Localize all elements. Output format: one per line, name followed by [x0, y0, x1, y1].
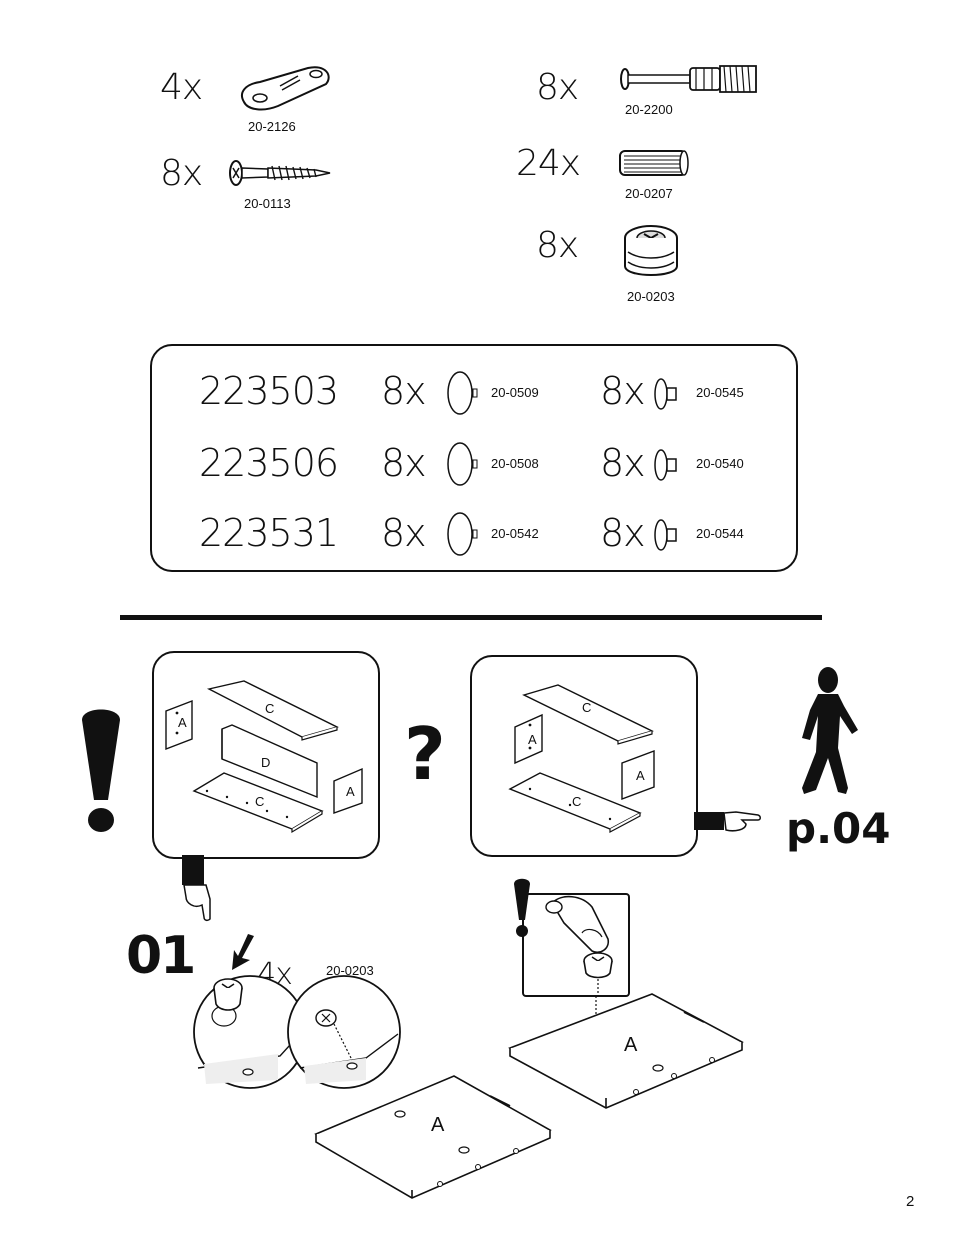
exploded-panels-right [508, 684, 655, 833]
wood-screw-icon [229, 160, 331, 186]
article-number: 223503 [199, 369, 339, 413]
pointing-hand-down-icon [182, 855, 211, 922]
article-number: 223531 [199, 511, 339, 555]
question-mark: ? [404, 712, 446, 796]
cam-bolt-icon [620, 65, 757, 93]
insert-arrow-icon [232, 934, 254, 970]
qty-hanger-plate: 4x [160, 67, 203, 108]
plug-qty: 8x [600, 511, 646, 555]
cam-lock-detail-icon [193, 975, 401, 1089]
panel-label: A [624, 1034, 638, 1056]
exclamation-small-icon [514, 878, 530, 937]
code-cam-lock: 20-0203 [627, 289, 675, 304]
panel-label: C [572, 794, 582, 809]
qty-wood-screw: 8x [160, 153, 203, 194]
plug-code: 20-0545 [696, 385, 744, 400]
qty-cam-bolt: 8x [536, 67, 579, 108]
round-cover-cap-icon [447, 371, 478, 415]
code-hanger-plate: 20-2126 [248, 119, 296, 134]
wooden-dowel-icon [619, 150, 689, 176]
exploded-panels-left [165, 680, 363, 834]
panel-label: C [265, 701, 275, 716]
cap-qty: 8x [381, 369, 427, 413]
qty-dowel: 24x [516, 143, 581, 184]
panel-label: A [346, 784, 355, 799]
page-number: 2 [906, 1193, 915, 1210]
cam-lock-icon [624, 225, 678, 276]
code-dowel: 20-0207 [625, 186, 673, 201]
panel-label: A [528, 732, 537, 747]
cap-qty: 8x [381, 441, 427, 485]
exclamation-icon [82, 709, 120, 832]
walking-person-icon [802, 667, 858, 794]
plug-qty: 8x [600, 441, 646, 485]
screw-cover-plug-icon [654, 449, 677, 481]
panel-label: C [255, 794, 265, 809]
panel-label: A [431, 1114, 445, 1136]
cap-code: 20-0542 [491, 526, 539, 541]
round-cover-cap-icon [447, 442, 478, 486]
panel-label: A [636, 768, 645, 783]
screw-cover-plug-icon [654, 378, 677, 410]
cap-code: 20-0508 [491, 456, 539, 471]
code-wood-screw: 20-0113 [244, 196, 291, 211]
finger-press-detail-icon [545, 895, 613, 997]
step-part-code: 20-0203 [326, 963, 374, 978]
step-number: 01 [126, 926, 196, 986]
plug-code: 20-0540 [696, 456, 744, 471]
panel-a-left [314, 1075, 552, 1199]
pointing-hand-right-icon [694, 811, 761, 832]
screw-cover-plug-icon [654, 519, 677, 551]
panel-label: D [261, 755, 271, 770]
plug-code: 20-0544 [696, 526, 744, 541]
panel-label: C [582, 700, 592, 715]
page-reference: p.04 [786, 804, 891, 853]
code-cam-bolt: 20-2200 [625, 102, 673, 117]
cap-code: 20-0509 [491, 385, 539, 400]
round-cover-cap-icon [447, 512, 478, 556]
cap-qty: 8x [381, 511, 427, 555]
article-number: 223506 [199, 441, 339, 485]
panel-a-right [508, 993, 744, 1109]
panel-label: A [178, 715, 187, 730]
section-divider [120, 615, 822, 620]
keyhole-hanger-plate-icon [241, 66, 330, 111]
plug-qty: 8x [600, 369, 646, 413]
option-box-right [470, 655, 698, 857]
qty-cam-lock: 8x [536, 225, 579, 266]
